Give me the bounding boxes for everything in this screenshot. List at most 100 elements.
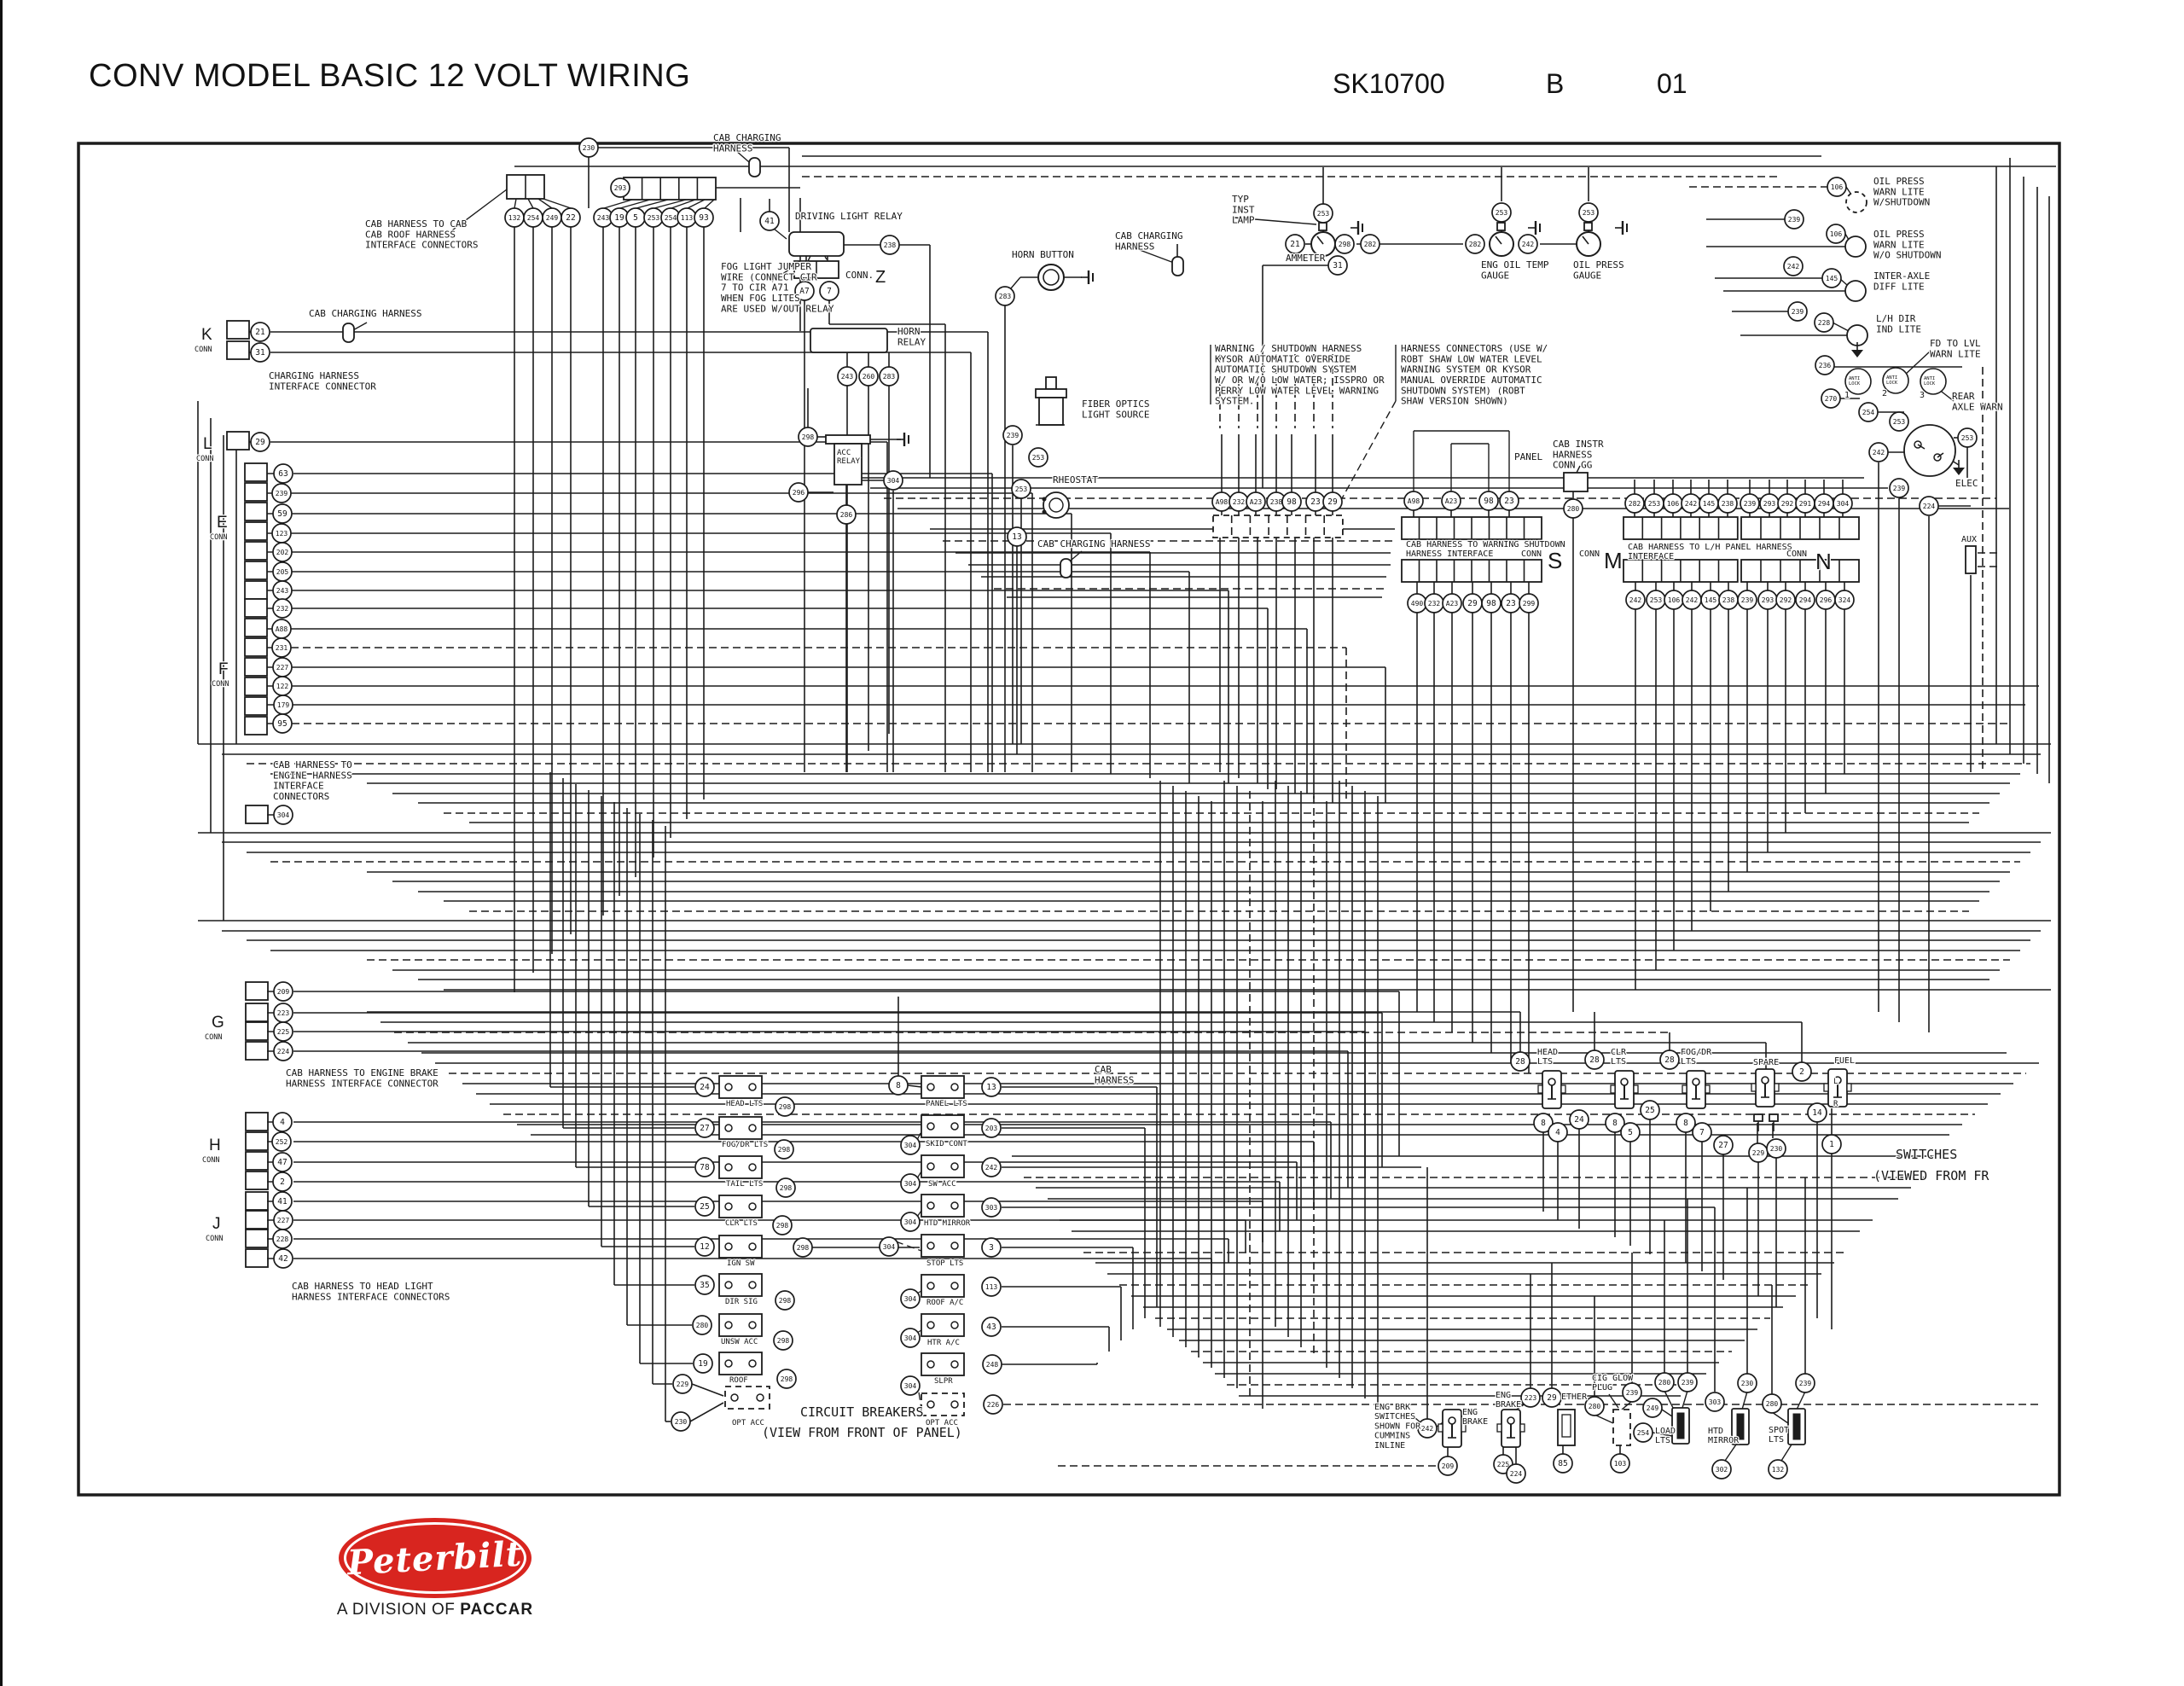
wire-number: A23: [1446, 600, 1459, 608]
diagram-label: RHEOSTAT: [1053, 474, 1098, 485]
wire-number: 31: [255, 348, 265, 358]
leader-line: [1903, 351, 1931, 376]
circuit-breaker: [718, 1195, 763, 1218]
terminal-box: [226, 431, 250, 451]
wire-number-circle: [1002, 425, 1023, 445]
peterbilt-logo: Peterbilt: [339, 1518, 531, 1598]
rheostat-terminal: [1042, 497, 1047, 502]
diagram-label: FOG/DR LTS: [722, 1141, 768, 1149]
wire-number: 232: [276, 605, 289, 613]
wire-number-circle: [794, 281, 815, 301]
speedo: [1903, 424, 1956, 477]
wire-number-circle: [273, 463, 293, 484]
horn-button-inner: [1043, 269, 1060, 286]
wire-number: 113: [985, 1283, 998, 1291]
wire-number: 304: [904, 1142, 917, 1149]
leader-line: [1340, 400, 1397, 501]
wire-number-circle: [610, 177, 630, 198]
wire-number: 282: [1364, 241, 1377, 248]
wire-number: 324: [1838, 596, 1851, 604]
wire-number-circle: [1499, 491, 1519, 511]
diagram-shape: [1682, 1084, 1687, 1094]
wire-number: 243: [841, 373, 854, 381]
wire-number: 252: [276, 1138, 288, 1146]
wire-number: 249: [1647, 1404, 1659, 1412]
indicator-lamp: [1844, 280, 1867, 302]
wire: [1316, 235, 1324, 245]
wire-number: 304: [904, 1382, 917, 1390]
wire-number-circle: [1677, 1372, 1698, 1392]
wire-number-circle: [694, 1157, 715, 1177]
wire-number-circle: [1533, 1113, 1554, 1133]
wire-number: 113: [681, 214, 694, 222]
wire-number-circle: [272, 1229, 293, 1249]
leader-line: [1594, 1414, 1614, 1424]
diagram-label: FUEL: [1834, 1056, 1855, 1066]
breaker-terminal: [926, 1122, 935, 1131]
wire-number: 224: [1510, 1470, 1523, 1478]
diagram-shape: [1676, 1412, 1685, 1439]
wire-number: 304: [904, 1180, 917, 1188]
wire-number: 14: [1812, 1108, 1822, 1118]
wire-number-circle: [1510, 1051, 1531, 1072]
wire-number: 239: [1741, 596, 1754, 604]
wire-number: 2: [280, 1177, 285, 1187]
wire-number: 230: [583, 144, 595, 152]
wire-number: 12: [700, 1242, 709, 1252]
wire-number: 223: [1525, 1394, 1537, 1402]
wire-number: 304: [1837, 500, 1850, 508]
wire-number-circle: [776, 1369, 797, 1389]
wire-number-circle: [1711, 1459, 1732, 1480]
scan-edge: [0, 0, 3, 1686]
wire-number: 5: [633, 213, 638, 223]
terminal-box: [245, 1041, 269, 1061]
wire: [1582, 235, 1589, 245]
leader-line: [1845, 186, 1852, 195]
wire-number-circle: [900, 1173, 921, 1194]
wire-number: 282: [1469, 241, 1482, 248]
wire-number-circle: [1792, 1061, 1812, 1082]
wire-number-circle: [1692, 1122, 1712, 1142]
diagram-label: PANEL: [1514, 451, 1542, 462]
wire-number: 304: [904, 1295, 917, 1303]
wire-number-circle: [1246, 491, 1266, 512]
wire-number-circle: [1625, 590, 1646, 610]
leader-line: [704, 199, 715, 209]
wire-number: 145: [1705, 596, 1717, 604]
wire-number: 2: [1799, 1067, 1804, 1077]
wire-number: 298: [797, 1244, 810, 1252]
diagram-label: (VIEW FROM FRONT OF PANEL): [762, 1425, 962, 1440]
wire-number: 254: [527, 214, 540, 222]
wire-number: 242: [1522, 241, 1535, 248]
wire-number-circle: [981, 1317, 1002, 1337]
wire-number: 293: [1762, 596, 1774, 604]
diagram-shape: [1751, 1083, 1757, 1092]
wire-number: 227: [276, 664, 289, 671]
leader-line: [687, 199, 706, 209]
wire-number-circle: [1762, 1393, 1782, 1414]
wire-number: 106: [1831, 183, 1844, 191]
diagram-shape: [1792, 1413, 1801, 1440]
conn-letter: L: [203, 435, 212, 453]
circuit-breaker: [724, 1386, 770, 1410]
breaker-terminal: [748, 1163, 757, 1171]
wire-number-circle: [900, 1375, 921, 1396]
conn-letter: G: [212, 1014, 224, 1032]
diagram-label: CONN: [1579, 549, 1600, 559]
wire-number: 123: [276, 530, 288, 538]
wire: [895, 1241, 922, 1252]
wire-number-circle: [1518, 234, 1538, 254]
wire-number: 239: [1744, 500, 1757, 508]
wire-number: 242: [1685, 500, 1698, 508]
diagram-label: CONN: [1521, 549, 1542, 559]
breaker-terminal: [748, 1202, 757, 1211]
wire-number-circle: [1784, 209, 1804, 230]
wire-number: 242: [1421, 1425, 1434, 1433]
wire-number-circle: [879, 366, 899, 387]
leader-line: [1409, 1412, 1422, 1424]
wire-number: 19: [698, 1359, 708, 1369]
